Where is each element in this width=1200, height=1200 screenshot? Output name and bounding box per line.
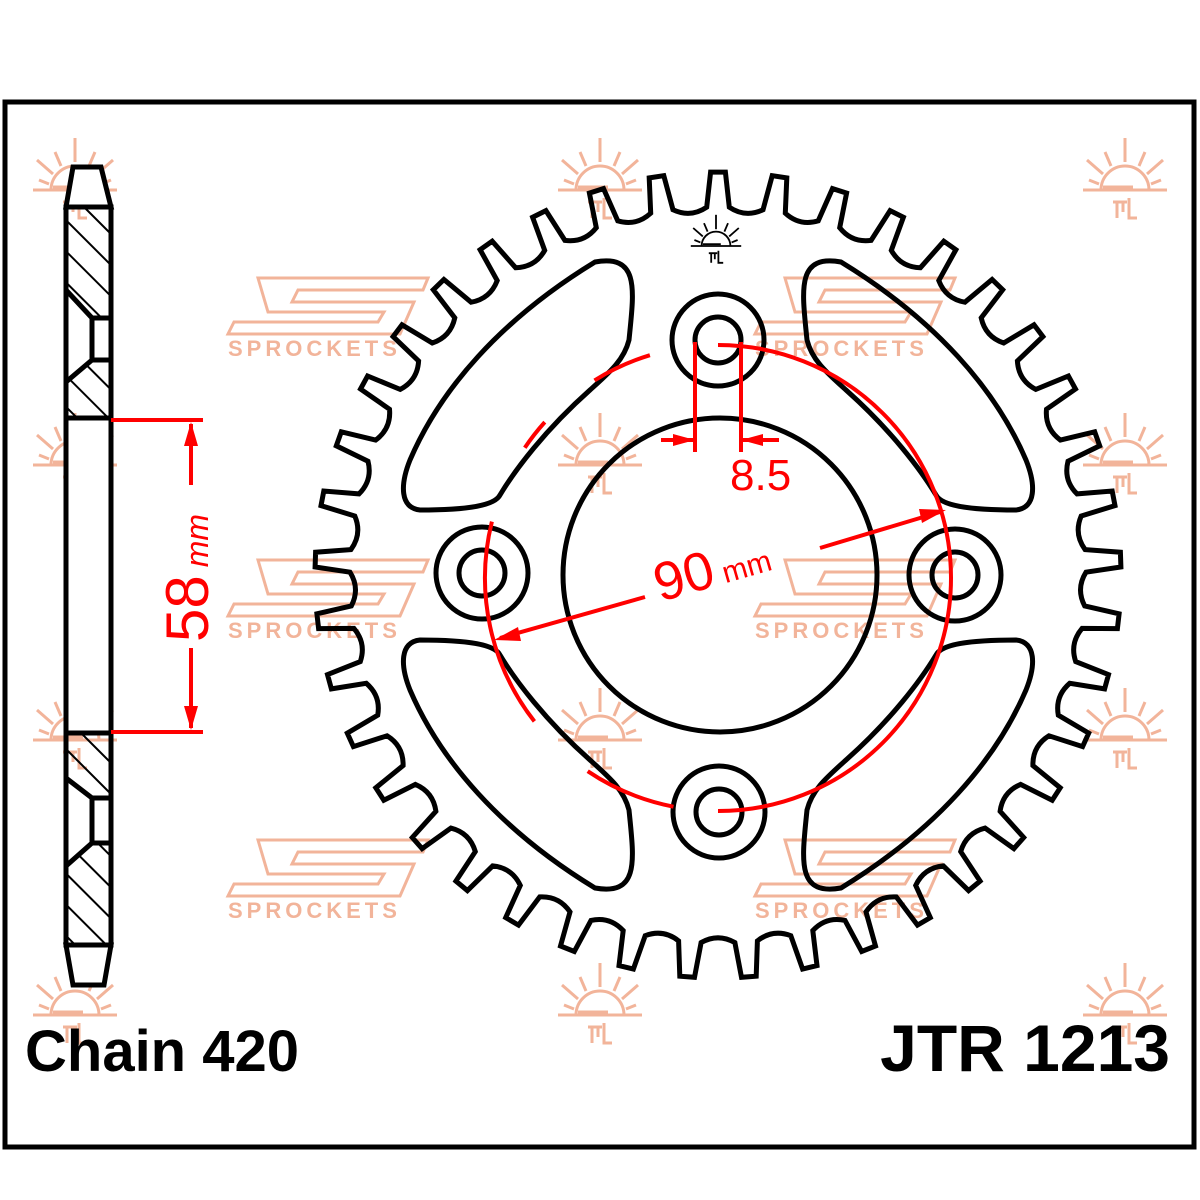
bolt-boss-ring bbox=[906, 526, 1004, 624]
bolt-hole-value: 8.5 bbox=[730, 451, 791, 500]
pcd-value: 90mm bbox=[647, 523, 777, 613]
watermark-jt-sprockets-logo bbox=[226, 838, 430, 925]
watermark-sun-icon bbox=[556, 411, 644, 495]
pcd-dimension: 90mm bbox=[483, 343, 953, 813]
jt-sun-logo-mark bbox=[689, 213, 743, 264]
bolt-hole bbox=[929, 549, 981, 601]
bolt-hole bbox=[692, 314, 744, 366]
bolt-boss-ring bbox=[670, 763, 768, 861]
pcd-circle-arc-bottom-left bbox=[586, 769, 674, 809]
pcd-circle-arc-left-lower bbox=[483, 420, 547, 723]
watermark-sun-icon bbox=[556, 686, 644, 770]
bore-width-value: 58mm bbox=[154, 514, 221, 642]
watermark-jt-sprockets-logo bbox=[226, 276, 430, 363]
bolt-hole-dimension: 8.5 bbox=[661, 342, 791, 500]
bolt-hole bbox=[693, 786, 745, 838]
sprocket-teeth-outline bbox=[312, 169, 1124, 980]
watermark-jt-sprockets-logo bbox=[753, 558, 957, 645]
watermark-sun-icon bbox=[556, 136, 644, 220]
watermark-sun-icon bbox=[556, 961, 644, 1045]
bolt-boss-ring bbox=[669, 291, 767, 389]
sprocket-front-view bbox=[312, 169, 1124, 980]
bolt-boss-ring bbox=[433, 524, 531, 622]
bolt-holes bbox=[433, 291, 1004, 861]
watermark-sun-icon bbox=[1081, 411, 1169, 495]
chain-size-label: Chain 420 bbox=[25, 1019, 299, 1084]
watermark-sun-icon bbox=[1081, 136, 1169, 220]
center-bore bbox=[560, 415, 880, 735]
drawing-frame bbox=[2, 99, 1197, 1150]
part-number-label: JTR 1213 bbox=[880, 1011, 1170, 1085]
bore-width-dimension: 58mm bbox=[111, 418, 221, 734]
cutout-upper-left bbox=[400, 258, 635, 513]
watermark-jt-sprockets-logo bbox=[753, 276, 957, 363]
side-profile-view bbox=[63, 164, 115, 988]
pcd-circle-arc-right bbox=[717, 343, 953, 813]
pcd-circle-arc-left-upper bbox=[593, 353, 651, 383]
bolt-hole bbox=[456, 547, 508, 599]
watermark-sun-icon bbox=[1081, 686, 1169, 770]
